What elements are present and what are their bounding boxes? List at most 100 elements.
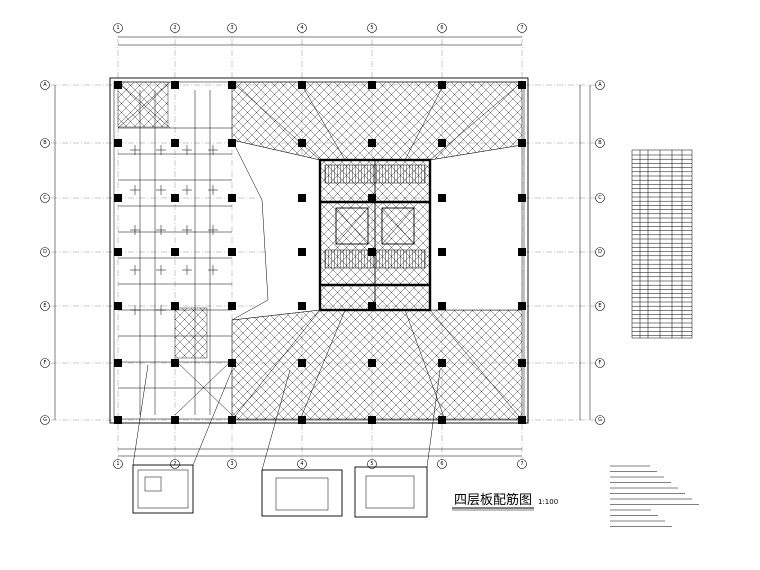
section-details <box>132 364 441 518</box>
column <box>114 81 122 89</box>
schedule-frame <box>631 149 693 339</box>
grid-bubble-label: 7 <box>520 461 523 467</box>
column <box>171 416 179 424</box>
column <box>298 194 306 202</box>
column <box>298 248 306 256</box>
column <box>518 81 526 89</box>
column <box>171 194 179 202</box>
column <box>518 194 526 202</box>
grid-bubble-label: 4 <box>300 461 303 467</box>
grid-bubble-label: 7 <box>520 25 523 31</box>
grid-bubble <box>227 23 237 33</box>
grid-bubble-label: A <box>598 82 602 88</box>
grid-bubble-label: C <box>598 195 602 201</box>
rebar-schedule-table <box>631 149 693 339</box>
grid-bubble <box>40 193 50 203</box>
grid-bubble <box>113 459 123 469</box>
column <box>228 359 236 367</box>
column <box>518 359 526 367</box>
drawing-title-block: 四层板配筋图 1:100 <box>452 492 558 511</box>
column <box>171 139 179 147</box>
grid-bubble <box>595 193 605 203</box>
grid-bubble <box>595 301 605 311</box>
grid-bubble-label: 5 <box>370 461 373 467</box>
column <box>368 139 376 147</box>
column <box>518 302 526 310</box>
grid-bubble <box>297 23 307 33</box>
grid-bubble <box>367 459 377 469</box>
column <box>368 81 376 89</box>
columns <box>114 81 526 424</box>
grid-bubble <box>113 23 123 33</box>
grid-bubble <box>595 80 605 90</box>
grid-bubble-label: G <box>43 417 47 423</box>
general-notes <box>610 465 699 527</box>
column <box>298 81 306 89</box>
column <box>171 248 179 256</box>
grid-bubble-label: 2 <box>173 461 176 467</box>
opening-diagonal <box>117 81 171 129</box>
grid-bubble-label: E <box>598 303 601 309</box>
grid-bubble-label: 1 <box>116 461 119 467</box>
grid-bubble <box>517 23 527 33</box>
grid-bubble <box>170 23 180 33</box>
grid-bubble-label: 6 <box>440 461 443 467</box>
grid-bubble <box>595 247 605 257</box>
column <box>298 302 306 310</box>
column <box>518 248 526 256</box>
column <box>228 81 236 89</box>
column <box>298 139 306 147</box>
column <box>518 139 526 147</box>
grid-bubble <box>170 459 180 469</box>
opening-diagonal <box>174 359 233 416</box>
grid-bubble <box>40 247 50 257</box>
column <box>114 359 122 367</box>
column <box>114 302 122 310</box>
grid-bubble <box>367 23 377 33</box>
grid-bubble-label: 3 <box>230 461 233 467</box>
column <box>228 194 236 202</box>
grid-bubble <box>595 358 605 368</box>
column <box>114 248 122 256</box>
column <box>438 416 446 424</box>
column <box>368 302 376 310</box>
column <box>228 248 236 256</box>
grid-bubble <box>595 138 605 148</box>
grid-bubble <box>517 459 527 469</box>
dimension-lines <box>54 36 591 457</box>
column <box>171 359 179 367</box>
column <box>438 81 446 89</box>
grid-bubble-label: F <box>599 360 602 366</box>
column <box>228 139 236 147</box>
grid-bubble-label: A <box>43 82 47 88</box>
grid-bubble-label: 6 <box>440 25 443 31</box>
grid-bubble <box>437 23 447 33</box>
grid-bubble <box>40 301 50 311</box>
column <box>368 359 376 367</box>
column <box>298 416 306 424</box>
column <box>438 194 446 202</box>
left-bay-framing <box>117 81 233 416</box>
grid-bubble-label: D <box>43 249 47 255</box>
column <box>438 139 446 147</box>
grid-bubble-label: C <box>43 195 47 201</box>
column <box>438 359 446 367</box>
column <box>368 248 376 256</box>
column <box>438 302 446 310</box>
grid-bubble <box>40 415 50 425</box>
grid-bubble <box>40 138 50 148</box>
grid-bubble <box>297 459 307 469</box>
grid-bubble <box>227 459 237 469</box>
grid-bubble-label: D <box>598 249 602 255</box>
column <box>368 416 376 424</box>
grid-bubble-label: F <box>44 360 47 366</box>
grid-bubble <box>40 358 50 368</box>
column <box>114 194 122 202</box>
column <box>114 139 122 147</box>
grid-bubble-label: 1 <box>116 25 119 31</box>
column <box>368 194 376 202</box>
column <box>438 248 446 256</box>
grid-bubble <box>40 80 50 90</box>
